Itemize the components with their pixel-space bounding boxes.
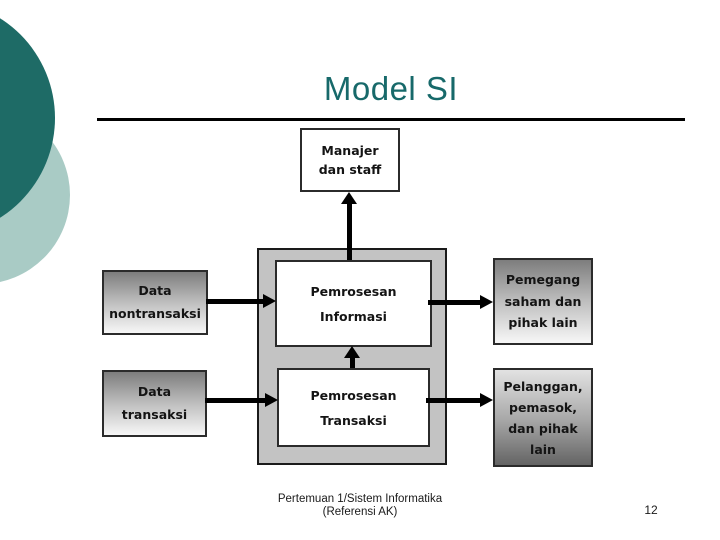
- node-label-line: saham dan: [504, 293, 582, 309]
- node-label-line: Pemegang: [505, 272, 581, 288]
- arrow-up-head: [341, 192, 357, 204]
- footer-line-1: Pertemuan 1/Sistem Informatika: [277, 493, 443, 505]
- arrow-up-head: [344, 346, 360, 358]
- node-label-line: Pelanggan,: [503, 378, 583, 394]
- node-label-line: Pemrosesan: [310, 387, 397, 403]
- arrow-right-head: [480, 393, 493, 407]
- arrow-right-shaft: [426, 398, 481, 403]
- footer-text: Pertemuan 1/Sistem Informatika (Referens…: [230, 493, 490, 519]
- node-label-line: transaksi: [121, 406, 188, 422]
- footer-line-2: (Referensi AK): [322, 506, 398, 518]
- node-label-line: nontransaksi: [109, 305, 201, 321]
- node-pemrosesan-transaksi: Pemrosesan Transaksi: [277, 368, 430, 447]
- title-underline: [97, 118, 685, 121]
- node-label-line: dan pihak: [508, 420, 578, 436]
- arrow-right-head: [265, 393, 278, 407]
- arrow-right-head: [480, 295, 493, 309]
- arrow-up-shaft: [350, 356, 355, 368]
- node-data-transaksi: Data transaksi: [102, 370, 207, 437]
- arrow-right-shaft: [205, 398, 266, 403]
- arrow-up-shaft: [347, 202, 352, 260]
- node-pelanggan-pemasok: Pelanggan, pemasok, dan pihak lain: [493, 368, 593, 467]
- node-label-line: Data: [137, 384, 172, 399]
- node-label-line: Manajer: [321, 142, 379, 158]
- node-label-line: Transaksi: [320, 412, 387, 428]
- node-label-line: Pemrosesan: [310, 283, 397, 299]
- page-number: 12: [644, 503, 658, 517]
- node-label-line: pihak lain: [508, 315, 578, 331]
- node-label-line: Data: [138, 283, 172, 298]
- node-pemrosesan-informasi: Pemrosesan Informasi: [275, 260, 432, 347]
- slide-title: Model SI: [323, 70, 459, 107]
- node-data-nontransaksi: Data nontransaksi: [102, 270, 208, 335]
- arrow-right-head: [263, 294, 276, 308]
- arrow-right-shaft: [206, 299, 264, 304]
- arrow-right-shaft: [428, 300, 481, 305]
- node-manajer-dan-staff: Manajer dan staff: [300, 128, 400, 192]
- node-label-line: lain: [530, 441, 556, 457]
- node-pemegang-saham: Pemegang saham dan pihak lain: [493, 258, 593, 345]
- node-label-line: pemasok,: [509, 399, 577, 415]
- node-label-line: Informasi: [320, 308, 387, 324]
- node-label-line: dan staff: [318, 162, 382, 177]
